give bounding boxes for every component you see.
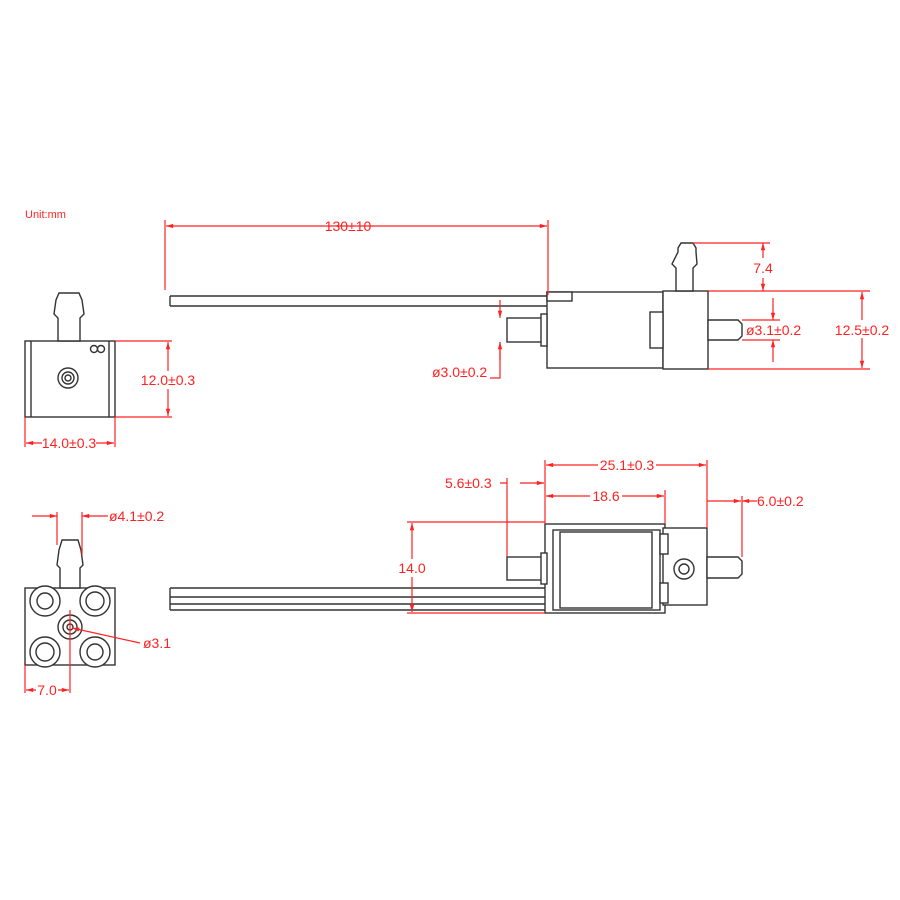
dim-port-diameter: ø3.1 (143, 635, 171, 651)
port-view-dimensions: ø4.1±0.2 ø3.1 7.0 (24, 508, 171, 698)
dim-barb-diameter: ø4.1±0.2 (109, 508, 164, 524)
dim-outlet-length: 6.0±0.2 (757, 493, 804, 509)
dim-frame-height: 14.0 (398, 560, 425, 576)
dim-end-width: 14.0±0.3 (42, 435, 97, 451)
port-view (24, 539, 116, 668)
dim-body-height: 12.5±0.2 (835, 322, 890, 338)
side-view-top (169, 242, 743, 370)
dim-inlet-diameter: ø3.0±0.2 (432, 364, 487, 380)
dim-barb-height: 7.4 (753, 260, 773, 276)
end-view (24, 292, 116, 418)
top-view-dimensions: 25.1±0.3 5.6±0.3 18.6 6.0±0.2 14.0 (397, 456, 804, 614)
dim-end-height: 12.0±0.3 (141, 372, 196, 388)
end-view-dimensions: 12.0±0.3 14.0±0.3 (24, 340, 196, 452)
dim-inlet-length: 5.6±0.3 (445, 475, 492, 491)
top-view (169, 523, 743, 614)
dim-outlet-diameter: ø3.1±0.2 (746, 322, 801, 338)
dim-coil-length: 18.6 (592, 488, 619, 504)
dim-port-offset: 7.0 (37, 682, 57, 698)
side-view-top-dimensions: 130±10 7.4 12.5±0.2 ø3.1±0.2 ø3.0±0.2 (164, 218, 892, 380)
dim-cable-length: 130±10 (325, 218, 372, 234)
unit-label: Unit:mm (25, 209, 66, 221)
dim-overall-length: 25.1±0.3 (600, 457, 655, 473)
